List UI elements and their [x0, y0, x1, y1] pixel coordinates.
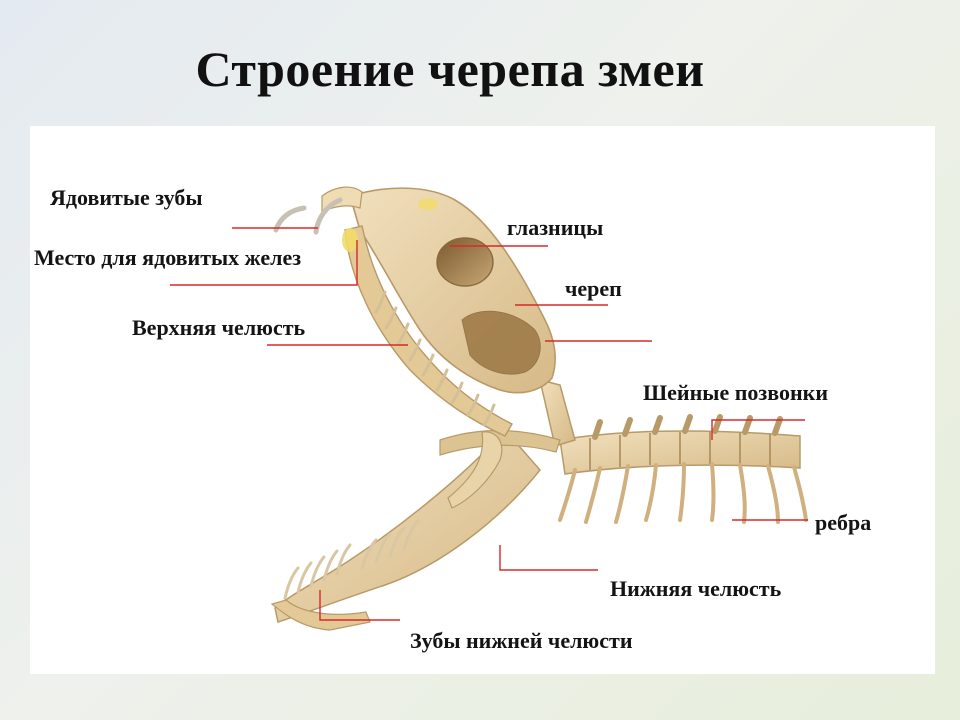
label-cervical-vertebrae: Шейные позвонки: [643, 380, 828, 405]
diagram-panel: [30, 126, 935, 674]
gland-spot: [342, 228, 358, 252]
label-eye-sockets: глазницы: [507, 215, 604, 240]
ribs: [558, 462, 808, 524]
slide-title: Строение черепа змеи: [195, 41, 705, 97]
lower-jaw: [270, 378, 576, 631]
label-venom-fangs: Ядовитые зубы: [50, 185, 203, 210]
leader-lines: [170, 227, 808, 621]
label-lower-jaw-teeth: Зубы нижней челюсти: [410, 628, 633, 653]
venom-fangs: [273, 197, 343, 235]
vertebral-column: [558, 414, 808, 524]
label-upper-jaw: Верхняя челюсть: [132, 315, 306, 340]
label-lower-jaw: Нижняя челюсть: [610, 576, 782, 601]
label-skull: череп: [565, 276, 622, 301]
eye-socket: [436, 237, 494, 287]
label-venom-glands: Место для ядовитых желез: [34, 245, 302, 270]
label-ribs: ребра: [815, 510, 872, 535]
